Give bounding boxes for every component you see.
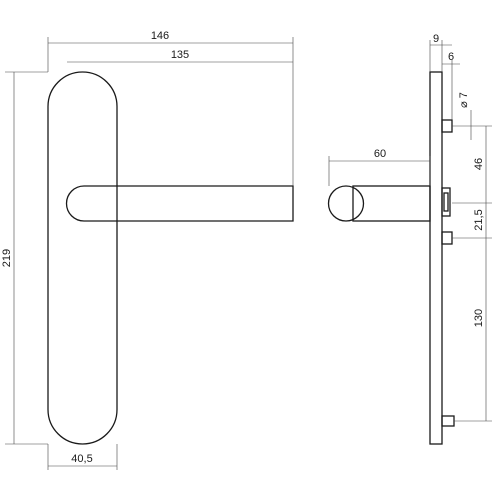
middle-screw-boss	[441, 231, 453, 245]
dim-6: 6	[448, 51, 454, 63]
dim-60: 60	[374, 148, 386, 160]
top-screw-boss	[441, 119, 453, 133]
front-view	[47, 71, 294, 445]
dim-46: 46	[473, 158, 485, 170]
spindle-detail	[441, 187, 451, 217]
dim-40-5: 40,5	[71, 453, 92, 465]
bottom-screw-boss	[441, 415, 455, 427]
lever-handle	[65, 185, 294, 222]
lever-end-section	[327, 185, 365, 222]
backplate-outline	[47, 71, 118, 445]
dim-21-5: 21,5	[473, 209, 485, 230]
dim-146: 146	[151, 30, 169, 42]
dim-219: 219	[1, 249, 13, 267]
dimensions: 146 135 219 40,5 60 9 6 ⌀ 7 46	[1, 30, 492, 470]
side-backplate	[429, 71, 443, 445]
dim-9: 9	[433, 33, 439, 45]
lever-neck	[352, 185, 431, 222]
side-view	[327, 71, 492, 445]
dim-135: 135	[171, 49, 189, 61]
spindle-detail-inner	[443, 192, 449, 212]
dim-diameter-7: ⌀ 7	[458, 92, 470, 108]
dim-130: 130	[473, 309, 485, 327]
